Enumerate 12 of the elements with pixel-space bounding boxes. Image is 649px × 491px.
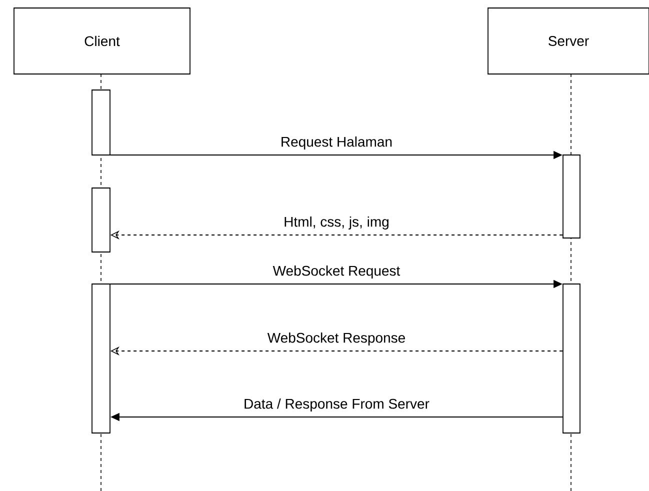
edge-label: WebSocket Response [266, 331, 407, 347]
participant-box: Client [14, 8, 190, 74]
edge-label: Request Halaman [279, 135, 394, 151]
edge-label: Data / Response From Server [242, 397, 430, 413]
activation-bar [92, 188, 110, 252]
activation-bar [562, 284, 580, 434]
participant-box: Server [488, 8, 649, 74]
activation-bar [92, 90, 110, 156]
activation-bar [92, 284, 110, 434]
edge-label: WebSocket Request [272, 264, 402, 280]
edge-label: Html, css, js, img [282, 215, 390, 231]
activation-bar [562, 154, 580, 238]
